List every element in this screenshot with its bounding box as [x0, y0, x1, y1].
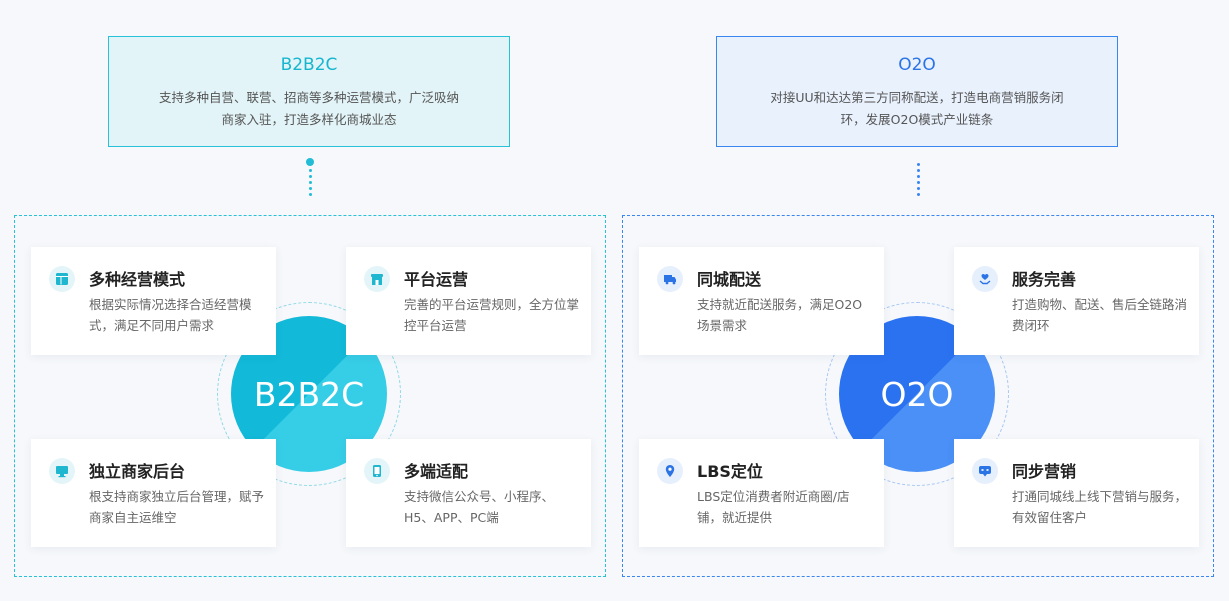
card-desc: 根支持商家独立后台管理，赋予商家自主运维空: [89, 489, 265, 525]
o2o-connector: [914, 160, 922, 196]
card-desc: 根据实际情况选择合适经营模式，满足不同用户需求: [89, 297, 252, 333]
mobile-icon: [364, 458, 390, 484]
card-desc: 打通同城线上线下营销与服务，有效留住客户: [1012, 489, 1188, 525]
o2o-ring: [825, 302, 1009, 486]
o2o-summary-title: O2O: [898, 55, 936, 75]
b2b2c-ring: [217, 302, 401, 486]
card-title: LBS定位: [697, 462, 763, 481]
card-title: 多种经营模式: [89, 270, 186, 289]
card-desc: 打造购物、配送、售后全链路消费闭环: [1012, 297, 1188, 333]
card-sync-marketing: 同步营销 打通同城线上线下营销与服务，有效留住客户: [954, 439, 1199, 547]
o2o-summary-desc: 对接UU和达达第三方同称配送，打造电商营销服务闭环，发展O2O模式产业链条: [770, 90, 1064, 127]
card-merchant-backend: 独立商家后台 根支持商家独立后台管理，赋予商家自主运维空: [31, 439, 276, 547]
heart-hand-icon: [972, 266, 998, 292]
card-multi-business-mode: 多种经营模式 根据实际情况选择合适经营模式，满足不同用户需求: [31, 247, 276, 355]
card-desc: 支持就近配送服务，满足O2O场景需求: [697, 297, 863, 333]
b2b2c-summary-box: B2B2C 支持多种自营、联营、招商等多种运营模式，广泛吸纳商家入驻，打造多样化…: [108, 36, 510, 147]
b2b2c-summary-desc: 支持多种自营、联营、招商等多种运营模式，广泛吸纳商家入驻，打造多样化商城业态: [158, 90, 459, 127]
b2b2c-summary-title: B2B2C: [280, 55, 338, 75]
card-desc: LBS定位消费者附近商圈/店铺，就近提供: [697, 489, 850, 525]
truck-icon: [657, 266, 683, 292]
card-multi-terminal: 多端适配 支持微信公众号、小程序、H5、APP、PC端: [346, 439, 591, 547]
card-platform-operation: 平台运营 完善的平台运营规则，全方位掌控平台运营: [346, 247, 591, 355]
o2o-panel: O2O 同城配送 支持就近配送服务，满足O2O场景需求 服务完善 打造购物、配送…: [622, 215, 1214, 577]
store-icon: [364, 266, 390, 292]
card-title: 平台运营: [404, 270, 469, 289]
o2o-summary-box: O2O 对接UU和达达第三方同称配送，打造电商营销服务闭环，发展O2O模式产业链…: [716, 36, 1118, 147]
card-title: 服务完善: [1012, 270, 1077, 289]
b2b2c-connector: [306, 158, 314, 196]
layout-icon: [49, 266, 75, 292]
card-title: 同城配送: [697, 270, 762, 289]
card-title: 同步营销: [1012, 462, 1077, 481]
b2b2c-panel: B2B2C 多种经营模式 根据实际情况选择合适经营模式，满足不同用户需求 平台运…: [14, 215, 606, 577]
card-title: 多端适配: [404, 462, 469, 481]
card-same-city-delivery: 同城配送 支持就近配送服务，满足O2O场景需求: [639, 247, 884, 355]
location-pin-icon: [657, 458, 683, 484]
card-desc: 支持微信公众号、小程序、H5、APP、PC端: [404, 489, 555, 525]
chat-bubble-icon: [972, 458, 998, 484]
card-desc: 完善的平台运营规则，全方位掌控平台运营: [404, 297, 580, 333]
card-complete-service: 服务完善 打造购物、配送、售后全链路消费闭环: [954, 247, 1199, 355]
card-title: 独立商家后台: [89, 462, 186, 481]
card-lbs-location: LBS定位 LBS定位消费者附近商圈/店铺，就近提供: [639, 439, 884, 547]
monitor-icon: [49, 458, 75, 484]
